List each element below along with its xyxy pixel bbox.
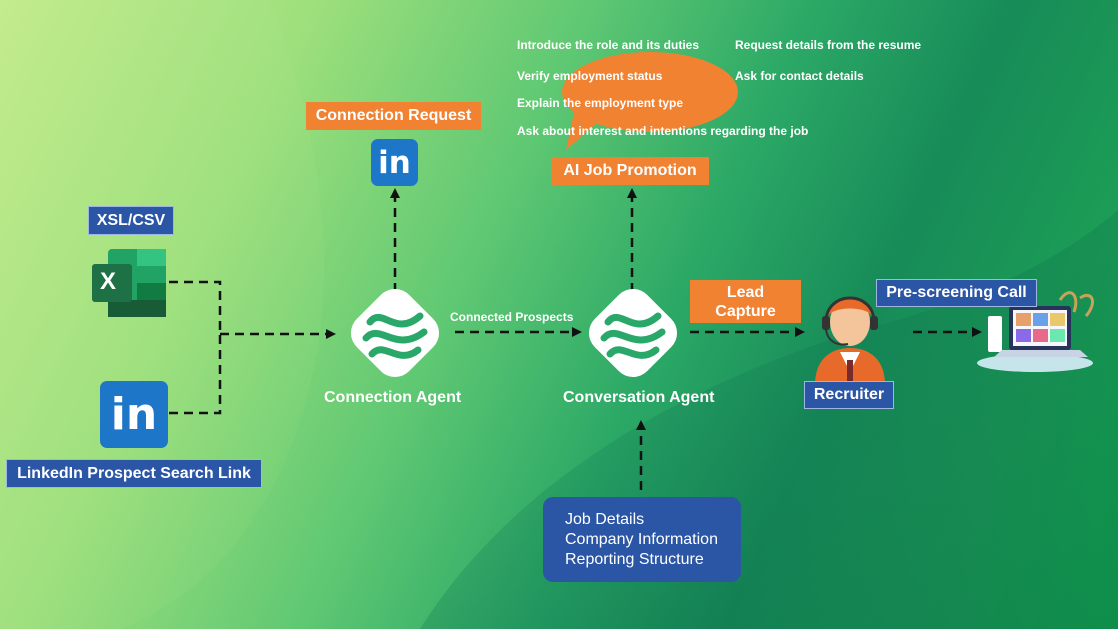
background-shade	[420, 210, 1118, 629]
lead-capture-line2: Capture	[715, 302, 776, 320]
arrowhead-connected-prospects	[572, 327, 582, 337]
excel-icon	[92, 249, 166, 317]
arrowhead-conversation-agent	[636, 420, 646, 430]
bubble-item-6: Ask about interest and intentions regard…	[517, 124, 809, 138]
linkedin-source-icon: in	[100, 381, 168, 448]
bubble-item-4: Ask for contact details	[735, 69, 864, 83]
bubble-item-3: Verify employment status	[517, 69, 663, 83]
job-inputs-box: Job Details Company Information Reportin…	[543, 497, 741, 582]
video-call-laptop-icon	[977, 291, 1095, 372]
lead-capture-tag: Lead Capture	[690, 280, 801, 323]
arrowhead-connection-request	[390, 188, 400, 198]
excel-glyph: X	[100, 268, 117, 295]
excel-source-label: XSL/CSV	[88, 206, 174, 235]
arrowhead-job-promotion	[627, 188, 637, 198]
arrowhead-connection-agent	[326, 329, 336, 339]
conversation-agent-logo-icon	[588, 288, 678, 378]
input-item-company-information: Company Information	[565, 531, 718, 548]
recruiter-label: Recruiter	[804, 381, 894, 409]
lead-capture-line1: Lead	[726, 283, 765, 301]
recruiter-icon	[815, 296, 885, 385]
bubble-item-1: Introduce the role and its duties	[517, 38, 700, 52]
connection-request-tag: Connection Request	[306, 102, 481, 130]
linkedin-source-label: LinkedIn Prospect Search Link	[6, 459, 262, 488]
ai-job-promotion-tag: AI Job Promotion	[551, 157, 709, 185]
linkedin-source-glyph: in	[110, 389, 158, 440]
input-item-job-details: Job Details	[565, 511, 645, 528]
prescreening-call-label: Pre-screening Call	[876, 279, 1037, 307]
conversation-agent-label: Conversation Agent	[563, 389, 715, 406]
connector-linkedin-source	[169, 334, 222, 415]
arrowhead-recruiter	[795, 327, 805, 337]
connection-agent-label: Connection Agent	[324, 389, 462, 406]
connected-prospects-label: Connected Prospects	[450, 310, 574, 324]
connection-agent-logo-icon	[350, 288, 440, 378]
connection-request-linkedin-glyph: in	[378, 144, 411, 181]
connection-request-linkedin-icon: in	[371, 139, 418, 186]
bubble-item-5: Explain the employment type	[517, 96, 684, 110]
input-item-reporting-structure: Reporting Structure	[565, 551, 704, 568]
speech-bubble	[562, 52, 738, 150]
connector-excel	[169, 280, 222, 334]
arrowhead-prescreen	[972, 327, 982, 337]
bubble-item-2: Request details from the resume	[735, 38, 922, 52]
